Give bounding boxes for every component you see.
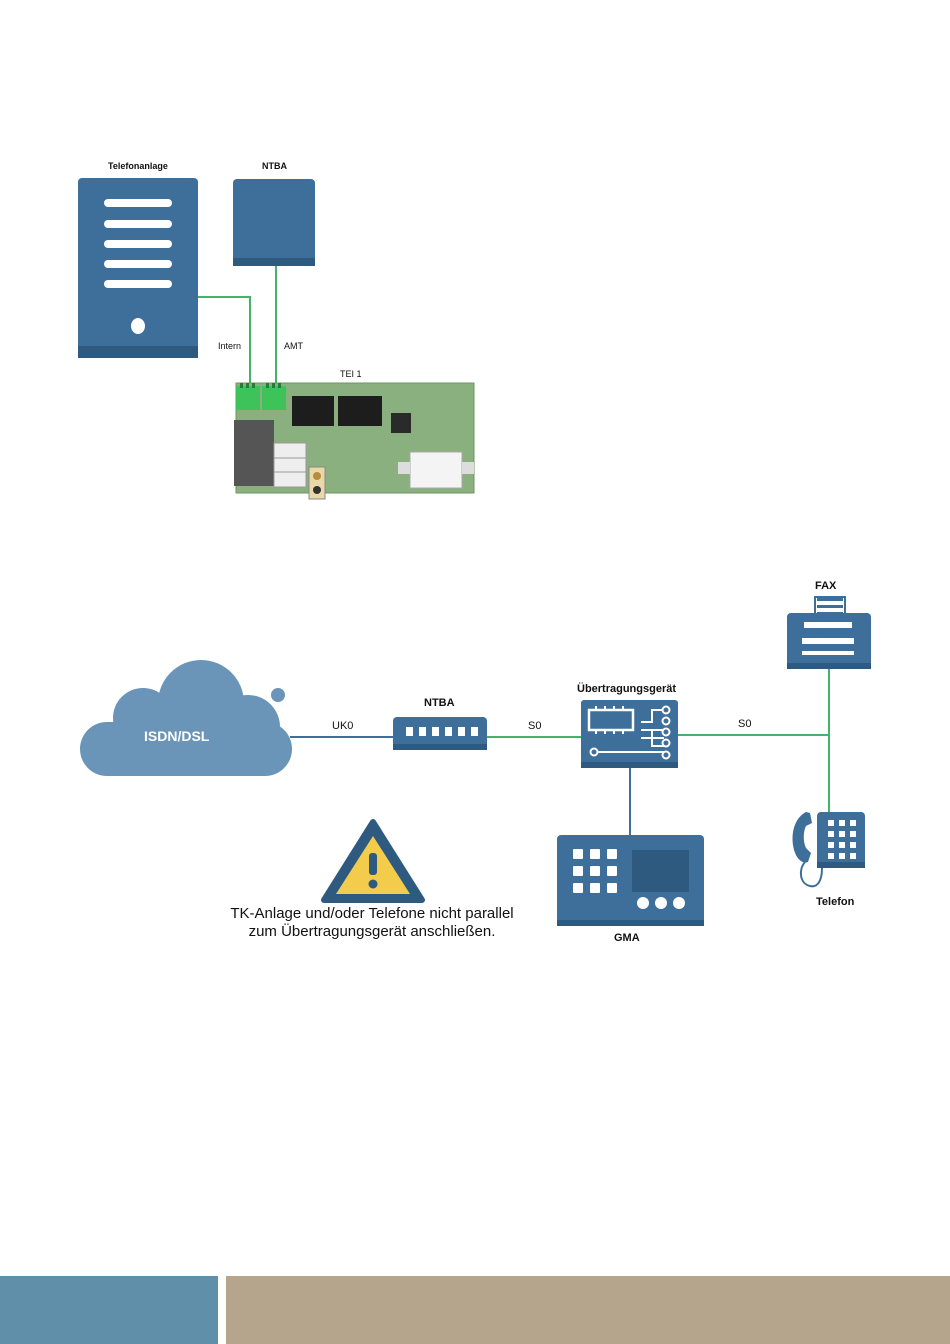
telefonanlage-server-icon <box>78 178 198 358</box>
warning-line-1: TK-Anlage und/oder Telefone nicht parall… <box>222 905 522 923</box>
warning-line-2: zum Übertragungsgerät anschließen. <box>222 923 522 941</box>
footer-left-bar <box>0 1276 218 1344</box>
fax-icon <box>787 597 871 669</box>
uk0-label: UK0 <box>332 720 353 732</box>
intern-label: Intern <box>218 341 241 351</box>
warning-text: TK-Anlage und/oder Telefone nicht parall… <box>222 905 522 941</box>
uebertragungsgeraet-icon <box>581 700 678 768</box>
telefonanlage-label: Telefonanlage <box>108 161 168 171</box>
ntba-bottom-label: NTBA <box>424 697 455 709</box>
telefon-label: Telefon <box>816 896 854 908</box>
gma-label: GMA <box>614 932 640 944</box>
isdn-board-icon <box>234 383 474 499</box>
tei-label: TEI 1 <box>340 369 362 379</box>
s0-left-label: S0 <box>528 720 541 732</box>
ntba-top-label: NTBA <box>262 161 287 171</box>
footer-right-bar <box>226 1276 950 1344</box>
cloud-label: ISDN/DSL <box>144 728 209 744</box>
intern-cable <box>198 297 250 383</box>
s0-right-label: S0 <box>738 718 751 730</box>
amt-label: AMT <box>284 341 303 351</box>
ntba-box-icon <box>233 179 315 266</box>
fax-label: FAX <box>815 580 836 592</box>
ntba-device-icon <box>393 717 487 750</box>
gma-panel-icon <box>557 835 704 926</box>
uebertragungsgeraet-label: Übertragungsgerät <box>577 683 676 695</box>
telephone-icon <box>793 812 866 886</box>
cloud-icon <box>80 660 292 776</box>
warning-icon <box>324 822 422 900</box>
